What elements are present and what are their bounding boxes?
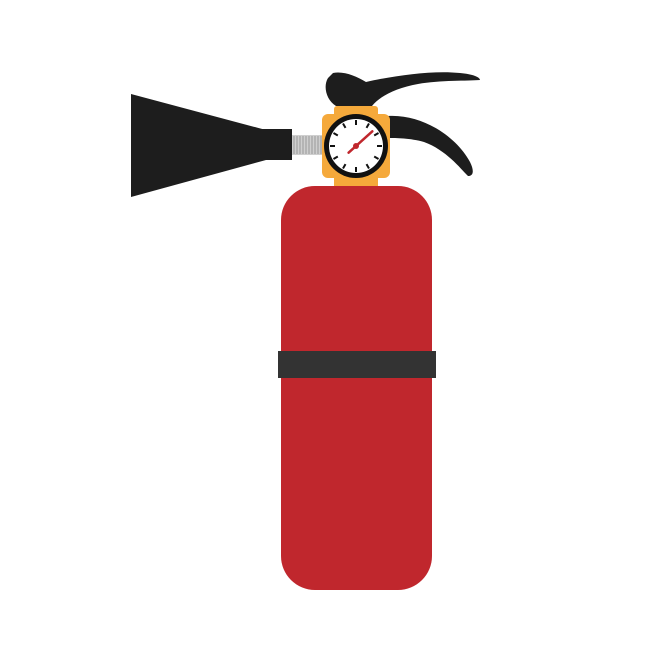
gauge-pivot (353, 143, 359, 149)
extinguisher-cylinder (281, 186, 432, 590)
gauge-tick (342, 122, 347, 129)
gauge-tick (365, 122, 370, 129)
lower-carry-handle (388, 115, 473, 176)
gauge-needle (347, 130, 374, 154)
gauge-ticks (330, 120, 382, 172)
gauge-tick (373, 132, 380, 137)
gauge-tick (365, 163, 370, 170)
gauge-tick (373, 155, 380, 160)
gauge-tick (342, 163, 347, 170)
horn-collar (262, 129, 292, 160)
gauge-tick (332, 132, 339, 137)
upper-lever-handle (325, 72, 480, 106)
cylinder-band (278, 351, 436, 378)
discharge-horn (131, 94, 266, 197)
gauge-tick (332, 155, 339, 160)
connector-threads (293, 136, 322, 154)
